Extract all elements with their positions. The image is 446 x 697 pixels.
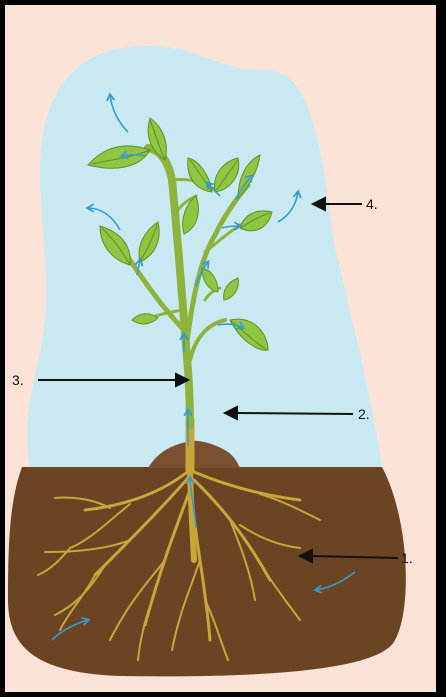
label-4: 4. <box>366 196 378 212</box>
label-2: 2. <box>358 406 370 422</box>
label-1: 1. <box>401 550 413 566</box>
label-3: 3. <box>12 372 24 388</box>
